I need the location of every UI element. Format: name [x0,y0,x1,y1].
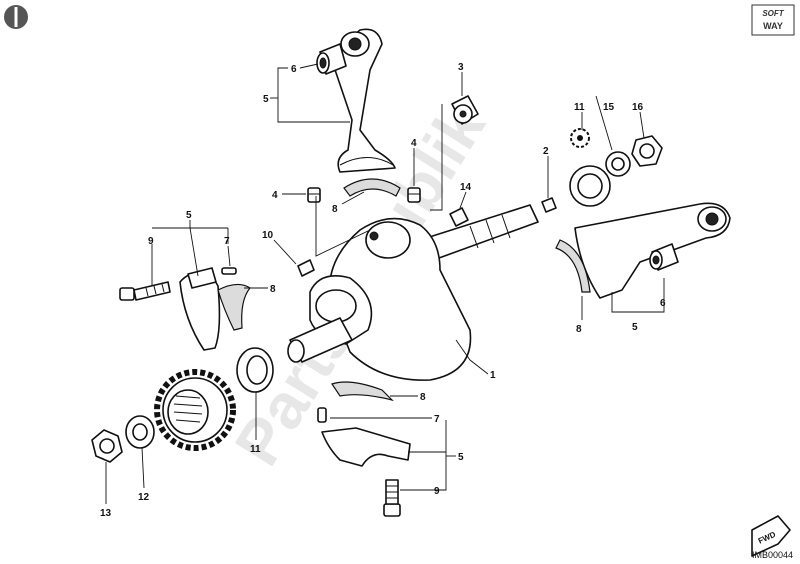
washer-12 [125,415,155,449]
thrust-washer-right [569,165,611,207]
callout-8-top: 8 [332,204,338,215]
brand-badge-top: SOFT [762,9,784,18]
callout-8-lower: 8 [420,392,426,403]
bearing-shell-right [555,239,591,293]
dowel-pin-10 [297,259,315,277]
callout-10: 10 [262,230,274,241]
timing-gear [154,369,236,451]
callout-11-left: 11 [250,444,261,455]
callout-7-left: 7 [224,236,230,247]
callout-5-top: 5 [263,94,269,105]
callout-3: 3 [458,62,464,73]
callout-9-left: 9 [148,236,154,247]
woodruff-key [449,207,469,227]
nut-16 [631,135,663,167]
cap-bolt-left [119,281,171,301]
callout-16: 16 [632,102,644,113]
callout-6-top: 6 [291,64,297,75]
callout-4-left: 4 [272,190,278,201]
callout-4-right: 4 [411,138,417,149]
forward-arrow-icon: FWD [751,515,791,557]
connecting-rod-right [574,202,731,299]
callout-2: 2 [543,146,549,157]
callout-13: 13 [100,508,112,519]
callout-7-lower: 7 [434,414,440,425]
callout-8-right: 8 [576,324,582,335]
plug-cap [451,95,479,125]
cap-bolt-lower [383,479,401,517]
brand-badge-bottom: WAY [763,21,783,31]
callout-14: 14 [460,182,472,193]
callout-5-lower: 5 [458,452,464,463]
nut-13 [91,429,123,463]
thrust-washer-left [236,347,274,393]
bearing-shell-lower [331,381,394,402]
pin-2 [541,197,557,213]
callout-labels: 6 5 3 4 8 4 10 5 9 7 8 11 12 13 1 8 7 5 … [100,62,666,519]
callout-5-left: 5 [186,210,192,221]
crankshaft [287,204,539,381]
callout-8-left: 8 [270,284,276,295]
dowel-pin-left [221,267,237,275]
callout-5-right: 5 [632,322,638,333]
rod-bolt-right [407,187,421,203]
logo-icon [4,5,28,29]
callout-1: 1 [490,370,496,381]
small-end-bush-right [649,243,679,271]
washer-15 [605,151,631,177]
callout-6-right: 6 [660,298,666,309]
bearing-shell-top-rod [343,178,401,197]
leader-lines [105,63,665,504]
bearing-shell-left [217,283,251,331]
main-bearing-cap-lower [321,427,411,467]
brand-badge: SOFT WAY [751,4,795,36]
small-end-bush-top [316,43,347,75]
dowel-pin-lower [317,407,327,423]
callout-9-lower: 9 [434,486,440,497]
drawing-code: IMB00044 [752,550,793,560]
main-bearing-cap-left [179,267,221,351]
callout-11-right: 11 [574,102,585,113]
rod-bolt-left [307,187,321,203]
callout-12: 12 [138,492,150,503]
callout-15: 15 [603,102,615,113]
gear-symbol-icon [570,128,590,148]
